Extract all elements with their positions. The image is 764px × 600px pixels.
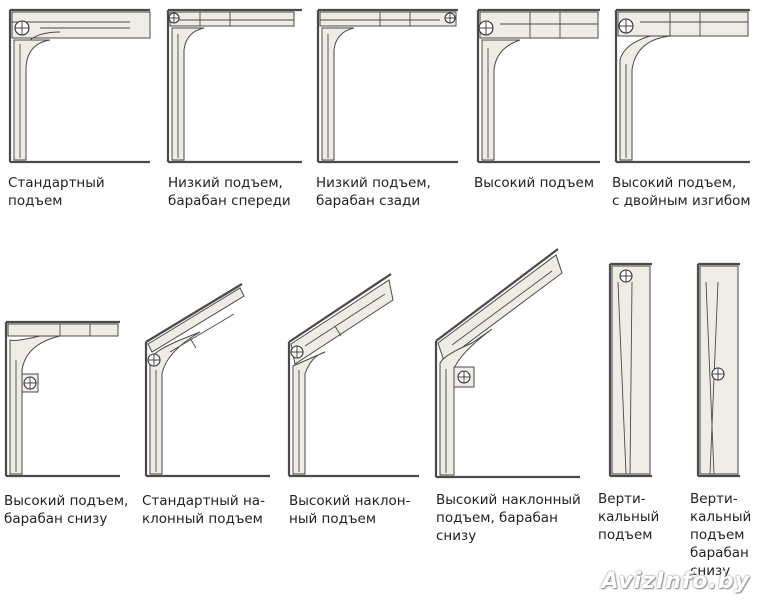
high-inclined-drawing — [287, 273, 419, 478]
caption-vertical-drum-low: Верти- кальный подъем барабан снизу — [690, 491, 752, 579]
caption-high: Высокий подъем — [474, 175, 595, 191]
caption-low-front: Низкий подъем, барабан спереди — [168, 175, 291, 209]
diagram-vertical-drum-low: Верти- кальный подъем барабан снизу — [684, 258, 764, 588]
caption-vertical: Верти- кальный подъем — [598, 491, 660, 543]
diagram-high-double: Высокий подъем, с двойным изгибом — [610, 0, 764, 220]
caption-high-inclined-drum-low: Высокий наклонный подъем, барабан снизу — [436, 492, 581, 544]
diagram-standard-inclined: Стандартный на- клонный подъем — [140, 280, 280, 540]
diagram-standard: Стандартный подъем — [0, 0, 160, 220]
caption-high-drum-low: Высокий подъем, барабан снизу — [4, 493, 129, 527]
standard-inclined-drawing — [144, 283, 270, 478]
standard-drawing — [8, 8, 151, 164]
high-drum-low-drawing — [4, 320, 120, 478]
vertical-drum-low-drawing — [696, 262, 740, 478]
diagram-high-drum-low: Высокий подъем, барабан снизу — [0, 300, 130, 540]
caption-high-inclined: Высокий наклон- ный подъем — [289, 493, 411, 527]
high-inclined-drum-low-drawing — [434, 248, 580, 479]
low-rear-drawing — [316, 8, 458, 164]
caption-low-rear: Низкий подъем, барабан сзади — [316, 175, 431, 209]
watermark: AvizInfo.by — [601, 569, 750, 594]
diagram-high-inclined-drum-low: Высокий наклонный подъем, барабан снизу — [432, 245, 592, 555]
high-drawing — [476, 8, 600, 164]
caption-standard: Стандартный подъем — [8, 175, 105, 209]
caption-high-double: Высокий подъем, с двойным изгибом — [612, 175, 751, 209]
diagram-low-rear: Низкий подъем, барабан сзади — [310, 0, 470, 220]
diagram-high: Высокий подъем — [470, 0, 610, 220]
diagram-high-inclined: Высокий наклон- ный подъем — [285, 270, 430, 540]
diagram-low-front: Низкий подъем, барабан спереди — [160, 0, 310, 220]
high-double-drawing — [614, 8, 750, 164]
low-front-drawing — [166, 8, 302, 164]
diagram-vertical: Верти- кальный подъем — [596, 258, 676, 558]
caption-standard-inclined: Стандартный на- клонный подъем — [142, 493, 265, 527]
vertical-drawing — [608, 262, 652, 478]
